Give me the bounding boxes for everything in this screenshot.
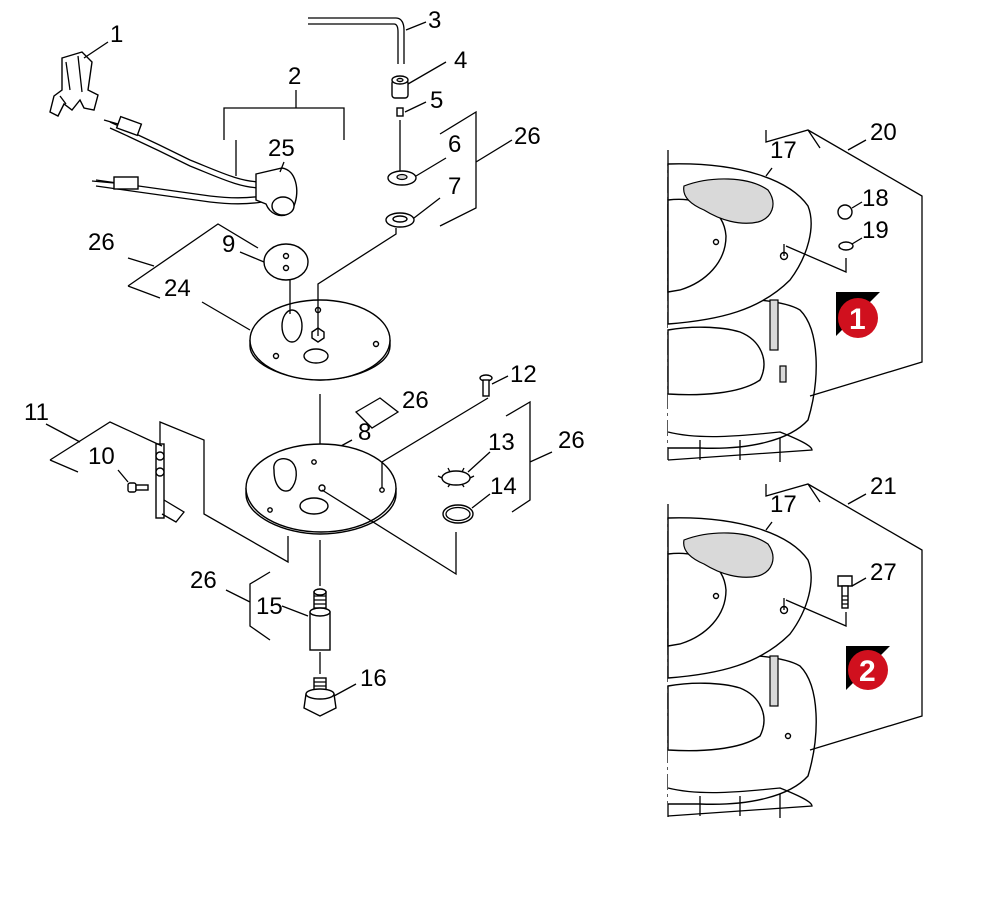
part-10-screw xyxy=(127,482,149,493)
callout-24: 24 xyxy=(164,275,191,302)
part-3-hex-key xyxy=(308,17,405,64)
part-6-nut xyxy=(387,170,417,186)
callout-7: 7 xyxy=(448,173,461,200)
part-27-bolt xyxy=(837,575,853,609)
bracket-20 xyxy=(765,129,923,397)
part-12-screw xyxy=(479,374,493,397)
callout-12: 12 xyxy=(510,361,537,388)
part-18-acorn-nut xyxy=(837,204,853,220)
part-8-plate xyxy=(245,443,397,535)
callout-9: 9 xyxy=(222,231,235,258)
callout-8: 8 xyxy=(358,419,371,446)
part-13-lock-washer xyxy=(437,467,475,488)
callout-3: 3 xyxy=(428,7,441,34)
callout-26-a: 26 xyxy=(514,123,541,150)
part-15-pilot xyxy=(309,588,331,651)
leader-1 xyxy=(83,41,109,59)
part-1-clip xyxy=(49,51,99,117)
callout-26-c: 26 xyxy=(402,387,429,414)
callout-16: 16 xyxy=(360,665,387,692)
part-5-set-screw xyxy=(396,107,404,117)
part-9-grommet xyxy=(263,243,309,281)
callout-17-b: 17 xyxy=(770,491,797,518)
callout-26-d: 26 xyxy=(558,427,585,454)
callout-4: 4 xyxy=(454,47,467,74)
part-7-washer xyxy=(385,212,415,228)
badge-2-label: 2 xyxy=(859,655,876,688)
callout-27: 27 xyxy=(870,559,897,586)
bracket-26-d xyxy=(505,400,553,513)
callout-10: 10 xyxy=(88,443,115,470)
bracket-26-e xyxy=(225,571,271,641)
callout-19: 19 xyxy=(862,217,889,244)
callout-6: 6 xyxy=(448,131,461,158)
part-24-plate xyxy=(249,299,391,381)
callout-11: 11 xyxy=(24,399,49,426)
callout-25: 25 xyxy=(268,135,295,162)
callout-18: 18 xyxy=(862,185,889,212)
detail-view-1 xyxy=(667,150,817,462)
bracket-26-c xyxy=(354,397,400,429)
badge-1: 1 xyxy=(836,292,880,338)
callout-21: 21 xyxy=(870,473,897,500)
callout-20: 20 xyxy=(870,119,897,146)
part-14-o-ring xyxy=(442,504,474,524)
part-4-nut xyxy=(391,75,409,99)
callout-5: 5 xyxy=(430,87,443,114)
bracket-26-b xyxy=(127,223,259,299)
badge-1-label: 1 xyxy=(849,303,866,336)
part-11-thermocouple xyxy=(155,426,185,523)
callout-26-b: 26 xyxy=(88,229,115,256)
part-25-harness xyxy=(91,115,298,217)
callout-17-a: 17 xyxy=(770,137,797,164)
callout-15: 15 xyxy=(256,593,283,620)
bracket-2 xyxy=(223,90,345,140)
callout-2: 2 xyxy=(288,63,301,90)
part-16-fitting xyxy=(303,677,337,717)
callout-14: 14 xyxy=(490,473,517,500)
callout-26-e: 26 xyxy=(190,567,217,594)
bracket-21 xyxy=(765,483,923,751)
part-19-washer xyxy=(838,241,854,251)
callout-13: 13 xyxy=(488,429,515,456)
callout-1: 1 xyxy=(110,21,123,48)
bracket-26-a xyxy=(439,110,513,227)
badge-2: 2 xyxy=(846,646,890,690)
detail-view-2 xyxy=(667,504,817,818)
